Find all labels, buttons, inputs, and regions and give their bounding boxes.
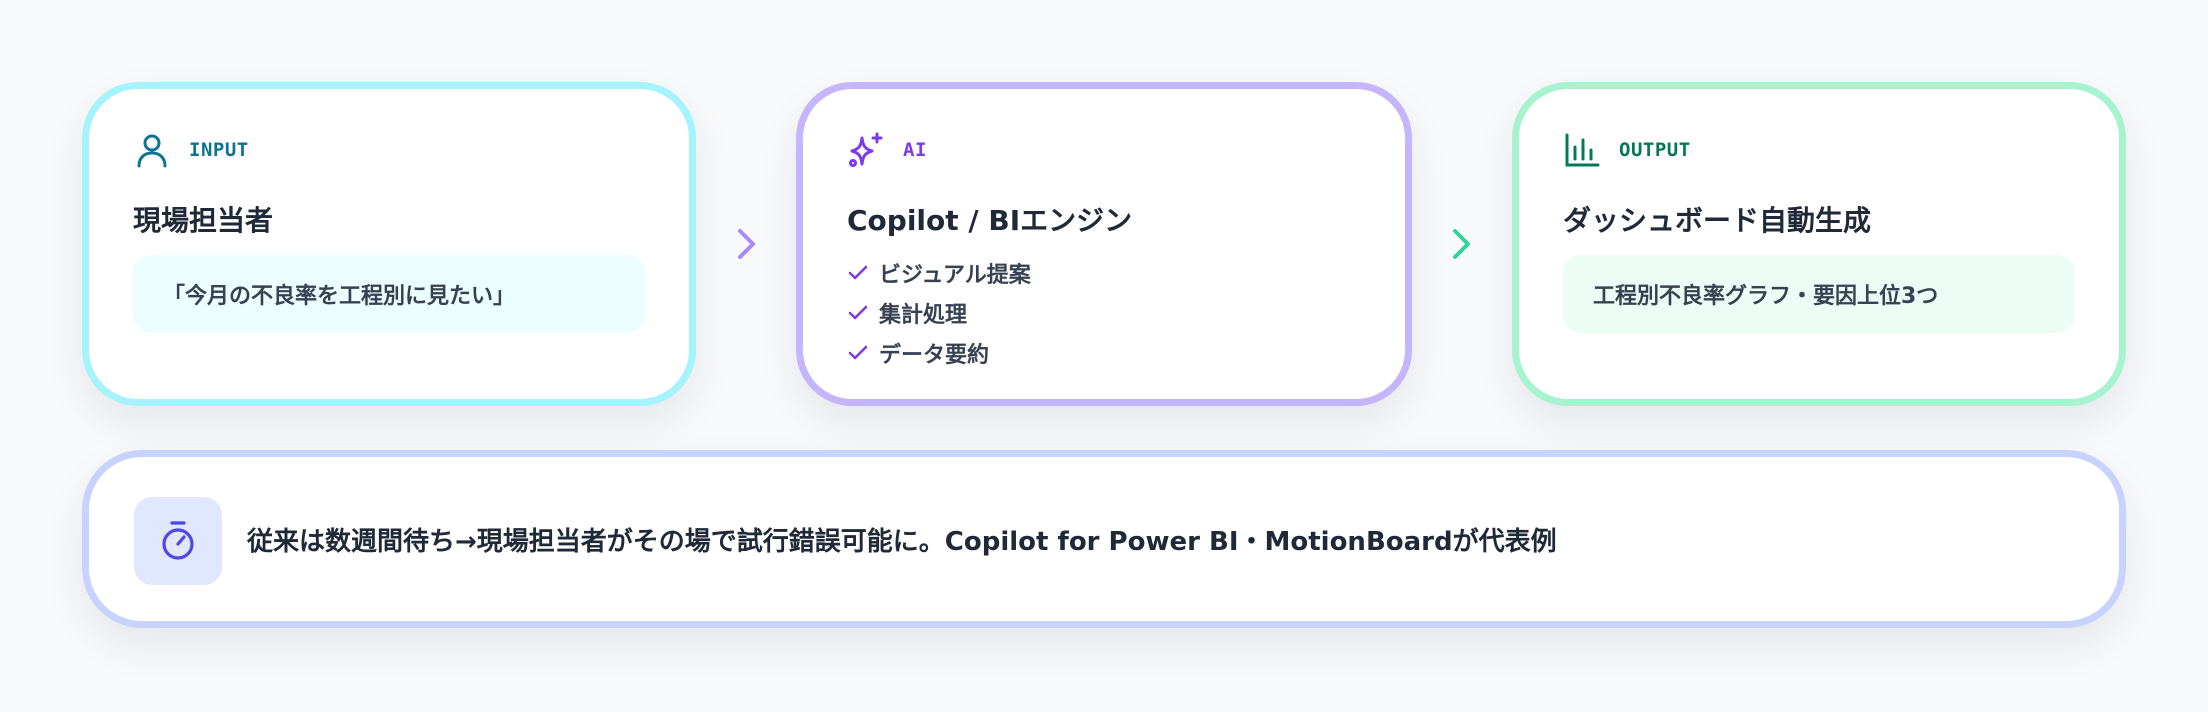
input-card-title: 現場担当者 <box>133 204 274 237</box>
output-result-box: 工程別不良率グラフ・要因上位3つ <box>1563 255 2075 333</box>
output-card: OUTPUT ダッシュボード自動生成 工程別不良率グラフ・要因上位3つ <box>1512 82 2126 406</box>
check-icon <box>847 302 869 324</box>
input-quote-box: 「今月の不良率を工程別に見たい」 <box>133 255 645 333</box>
summary-note-text: 従来は数週間待ち→現場担当者がその場で試行錯誤可能に。Copilot for P… <box>247 526 1557 557</box>
chevron-right-icon <box>738 229 755 259</box>
check-icon <box>847 342 869 364</box>
list-item-label: データ要約 <box>879 343 990 368</box>
ai-tag-row: AI <box>847 131 927 169</box>
input-tag-row: INPUT <box>133 131 249 169</box>
note-icon-box <box>134 497 222 585</box>
list-item: 集計処理 <box>847 293 1031 333</box>
input-tag-label: INPUT <box>189 139 249 161</box>
output-result-text: 工程別不良率グラフ・要因上位3つ <box>1593 284 1939 309</box>
list-item: ビジュアル提案 <box>847 253 1031 293</box>
check-icon <box>847 262 869 284</box>
sparkle-icon <box>847 131 885 169</box>
summary-note: 従来は数週間待ち→現場担当者がその場で試行錯誤可能に。Copilot for P… <box>82 450 2126 628</box>
ai-card-title: Copilot / BIエンジン <box>847 204 1133 237</box>
list-item-label: ビジュアル提案 <box>879 263 1031 288</box>
list-item-label: 集計処理 <box>879 303 968 328</box>
input-quote-text: 「今月の不良率を工程別に見たい」 <box>163 284 516 309</box>
user-icon <box>133 131 171 169</box>
list-item: データ要約 <box>847 333 1031 373</box>
stopwatch-icon <box>162 521 194 560</box>
output-tag-row: OUTPUT <box>1563 131 1691 169</box>
output-tag-label: OUTPUT <box>1619 139 1691 161</box>
chevron-right-icon <box>1453 229 1470 259</box>
ai-card: AI Copilot / BIエンジン ビジュアル提案 集計処理 データ要約 <box>796 82 1412 406</box>
ai-feature-list: ビジュアル提案 集計処理 データ要約 <box>847 253 1031 373</box>
bar-chart-icon <box>1563 131 1601 169</box>
ai-tag-label: AI <box>903 139 927 161</box>
input-card: INPUT 現場担当者 「今月の不良率を工程別に見たい」 <box>82 82 696 406</box>
output-card-title: ダッシュボード自動生成 <box>1563 204 1872 237</box>
